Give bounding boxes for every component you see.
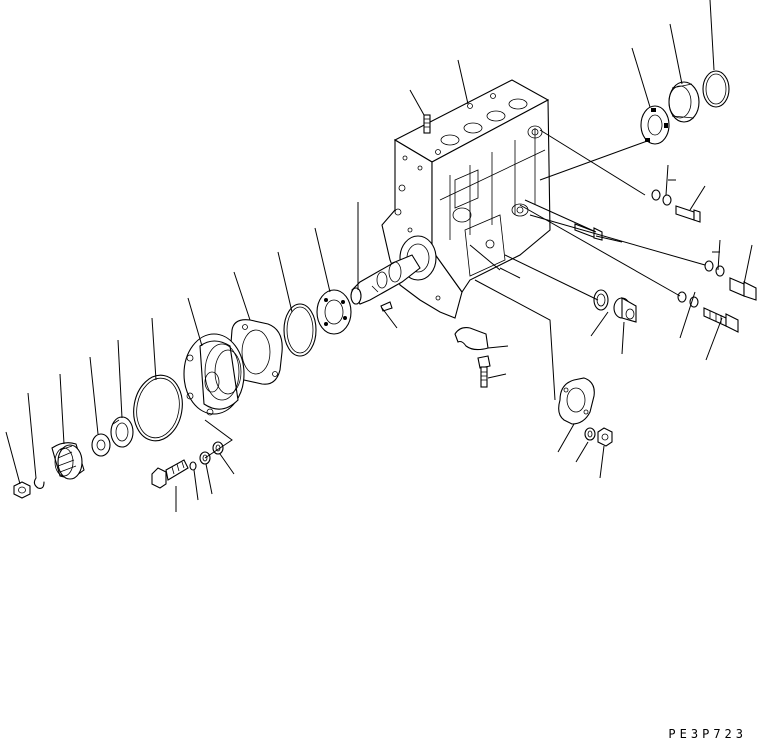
bracket-bolt (477, 355, 491, 388)
flange-plate (558, 377, 595, 425)
bearing-cover (183, 333, 245, 416)
bolt-a (675, 205, 701, 223)
spacer-collar (91, 433, 111, 457)
large-o-ring (133, 374, 183, 442)
alignment-lines (204, 129, 706, 459)
bushing (668, 81, 700, 123)
plug (613, 297, 637, 323)
spring-washer-front (33, 477, 45, 489)
flange-nut (597, 427, 613, 447)
woodruff-key (380, 301, 393, 312)
rear-o-ring (702, 70, 730, 108)
banjo-bolt (729, 277, 757, 301)
bracket (454, 327, 489, 351)
washer-b (704, 260, 725, 277)
ball-bearing (110, 416, 134, 448)
camshaft-bearing (316, 289, 352, 335)
bearing-retainer-nut (640, 105, 670, 145)
flange-washer (584, 427, 596, 441)
camshaft (350, 254, 421, 305)
spring-washer-cover (189, 461, 197, 471)
drawing-code: PE3P723 (668, 727, 747, 741)
pump-housing (381, 79, 551, 319)
copper-washer (593, 289, 609, 311)
stud-bolt (423, 114, 431, 134)
washer-a (651, 189, 672, 206)
leader-lines (5, 0, 753, 512)
o-ring (283, 303, 317, 357)
nut-front (13, 481, 31, 499)
coupling-hub (51, 442, 85, 480)
hex-bolt-cover (151, 459, 189, 489)
washer-c (677, 291, 699, 308)
